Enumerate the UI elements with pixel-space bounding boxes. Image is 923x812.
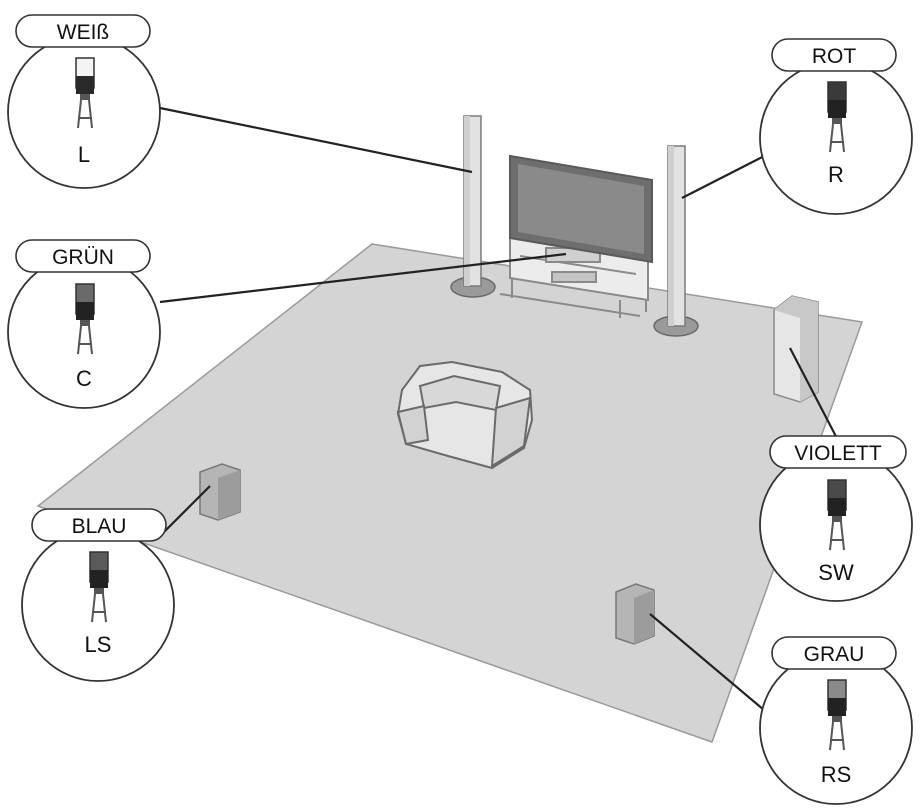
connector-color-label: GRAU xyxy=(804,643,865,666)
lead-line-c xyxy=(159,252,567,304)
connector-color-label: WEIß xyxy=(57,21,110,44)
channel-label: LS xyxy=(85,632,112,657)
surround-right-speaker xyxy=(615,583,655,645)
surround-left-speaker xyxy=(199,463,241,521)
callout-rs: GRAU RS xyxy=(759,636,913,805)
connector-color-label: BLAU xyxy=(72,515,127,538)
callout-l: WEIß L xyxy=(7,14,161,189)
speaker-plug-icon xyxy=(75,283,95,355)
speaker-plug-icon xyxy=(827,479,847,551)
callout-ls: BLAU LS xyxy=(21,508,175,682)
speaker-plug-icon xyxy=(827,679,847,751)
television xyxy=(509,154,653,264)
speaker-plug-icon xyxy=(75,57,95,129)
speaker-plug-icon xyxy=(89,551,109,623)
callout-sw: VIOLETT SW xyxy=(759,435,913,602)
lead-line-l xyxy=(159,106,473,174)
callout-r: ROT R xyxy=(759,38,913,215)
lead-line-ls xyxy=(163,485,211,533)
channel-label: C xyxy=(76,366,92,391)
callout-c: GRÜN C xyxy=(7,239,161,409)
connector-color-label: ROT xyxy=(812,45,857,68)
connector-color-label: GRÜN xyxy=(52,246,114,269)
channel-label: RS xyxy=(821,762,852,787)
front-left-speaker xyxy=(450,115,496,298)
channel-label: R xyxy=(828,162,844,187)
lead-line-sw xyxy=(789,347,843,449)
channel-label: L xyxy=(78,142,90,167)
speaker-plug-icon xyxy=(827,81,847,153)
front-right-speaker xyxy=(653,145,699,337)
lead-line-r xyxy=(681,151,773,199)
connector-color-label: VIOLETT xyxy=(794,442,882,465)
channel-label: SW xyxy=(818,560,854,585)
armchair xyxy=(396,360,534,470)
subwoofer xyxy=(773,295,819,403)
room-floor xyxy=(36,243,864,743)
